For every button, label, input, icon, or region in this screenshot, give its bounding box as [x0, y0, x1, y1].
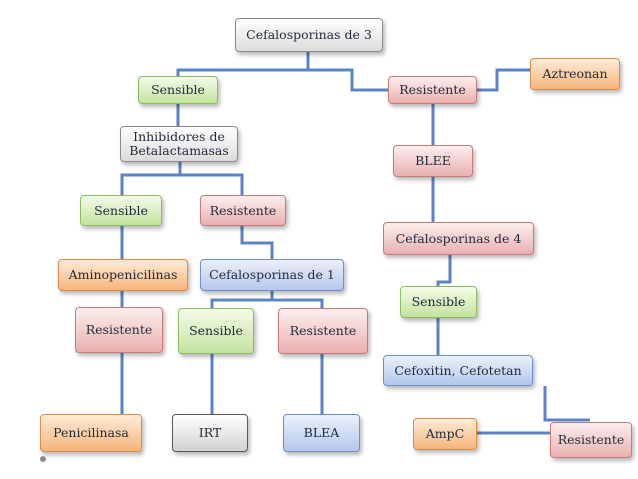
node-ampc: AmpC: [413, 418, 477, 450]
node-irt: IRT: [172, 414, 248, 452]
node-resistente-ampc: Resistente: [550, 422, 632, 458]
connector-cef3-resistente: [306, 52, 388, 92]
node-sensible-cef4: Sensible: [400, 286, 477, 318]
node-resistente-inhibidores: Resistente: [200, 195, 286, 226]
connector-cef3-sensible: [176, 52, 310, 76]
node-cefalosporinas-1: Cefalosporinas de 1: [200, 259, 344, 291]
node-sensible-top: Sensible: [138, 76, 218, 104]
node-resistente-top: Resistente: [388, 76, 477, 104]
node-resistente-aminopenicilinas: Resistente: [75, 307, 163, 353]
connector-inhibidores-branches: [120, 162, 182, 195]
node-penicilinasa: Penicilinasa: [40, 414, 142, 452]
node-sensible-cef1: Sensible: [178, 308, 254, 354]
connector-cef1-branches: [210, 291, 274, 308]
node-cefalosporinas-4: Cefalosporinas de 4: [383, 222, 534, 255]
slide-bullet-dot: [40, 456, 46, 462]
node-inhibidores-betalactamasas: Inhibidores de Betalactamasas: [120, 126, 238, 162]
connector-cefoxitin-resistente: [543, 386, 590, 422]
connector-inhibidores-resistente: [180, 173, 244, 195]
node-blea: BLEA: [283, 414, 360, 452]
node-cefoxitin-cefotetan: Cefoxitin, Cefotetan: [383, 355, 533, 386]
node-sensible-inhibidores: Sensible: [80, 195, 162, 226]
connector-cef1-resistente: [272, 298, 324, 308]
connector-resistente-cef1: [240, 226, 274, 259]
connector-resistente-aztreonan: [477, 68, 530, 92]
node-blee: BLEE: [393, 145, 473, 177]
node-cefalosporinas-3: Cefalosporinas de 3: [235, 18, 383, 52]
node-resistente-cef1: Resistente: [278, 308, 368, 354]
node-aminopenicilinas: Aminopenicilinas: [58, 259, 188, 291]
connector-cef4-sensible: [436, 255, 452, 286]
node-aztreonan: Aztreonan: [530, 58, 620, 90]
